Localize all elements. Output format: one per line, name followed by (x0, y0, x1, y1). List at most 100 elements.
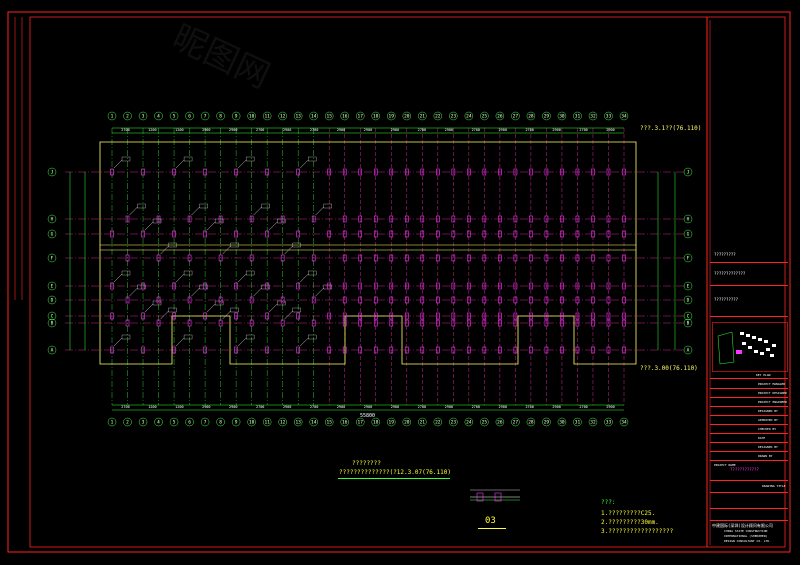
axis-bubble-top (402, 111, 412, 121)
column-mark (529, 282, 533, 290)
column-mark (513, 168, 518, 176)
column-mark (373, 254, 378, 262)
sheet-number: 03 (485, 516, 496, 526)
column-mark (404, 346, 409, 354)
axis-bubble-top (526, 111, 536, 121)
dimension-text: 2900 (364, 405, 372, 409)
dimension-text: 2700 (579, 405, 587, 409)
tb-row-11: DESIGNED BY (758, 445, 778, 449)
rebar-tag-box (230, 242, 239, 248)
column-mark (373, 346, 378, 354)
column-mark (544, 282, 549, 290)
dimension-text: 2900 (202, 405, 210, 409)
column-mark (591, 230, 595, 238)
column-mark (358, 254, 363, 262)
axis-bubble-top (309, 111, 318, 121)
axis-label-top: 28 (528, 114, 534, 120)
column-mark (203, 168, 207, 176)
tb-row-6: PROJECT ENGINEER (758, 400, 787, 404)
dimension-text: 2900 (445, 405, 453, 409)
rebar-tag-box (121, 334, 131, 340)
axis-bubble-top (324, 417, 334, 427)
axis-bubble-top (355, 111, 365, 121)
axis-bubble-side (683, 167, 693, 177)
column-mark (389, 296, 394, 304)
column-mark (420, 296, 425, 304)
dimension-text: 2900 (552, 128, 560, 132)
column-mark (560, 230, 564, 238)
rebar-tag-box (168, 242, 177, 248)
axis-label-top: 24 (466, 114, 472, 120)
axis-label-side: E (51, 284, 54, 290)
column-mark (358, 230, 363, 238)
column-mark (622, 319, 626, 327)
column-mark (358, 312, 363, 320)
column-mark (529, 346, 533, 354)
column-mark (249, 254, 254, 262)
note-item-2: 2.?????????30mm. (601, 519, 659, 526)
column-mark (606, 296, 611, 304)
axis-label-top: 22 (435, 114, 441, 120)
axis-label-top: 29 (544, 114, 550, 120)
column-mark (451, 215, 456, 223)
column-mark (373, 168, 378, 176)
column-mark (280, 254, 285, 262)
column-mark (296, 168, 300, 176)
axis-label-top: 32 (590, 114, 596, 120)
axis-label-top: 27 (513, 114, 519, 120)
rebar-tag-box (245, 156, 255, 162)
column-mark (420, 230, 425, 238)
overall-dimension: 55800 (360, 413, 376, 419)
column-mark (373, 230, 378, 238)
rebar-tag-leader (175, 337, 185, 347)
axis-label-top: 19 (389, 420, 395, 426)
axis-bubble-top (387, 111, 396, 121)
column-mark (498, 168, 502, 176)
column-mark (529, 319, 533, 327)
dimension-text: 2900 (229, 128, 237, 132)
column-mark (203, 230, 207, 238)
axis-bubble-top (169, 111, 179, 121)
axis-label-top: 21 (420, 114, 426, 120)
axis-label-top: 33 (606, 114, 612, 120)
column-mark (327, 168, 332, 176)
axis-label-top: 11 (264, 420, 270, 426)
note-item-1: 1.?????????C25. (601, 510, 656, 517)
column-mark (622, 282, 626, 290)
column-mark (110, 312, 114, 320)
column-mark (513, 215, 518, 223)
column-mark (575, 319, 580, 327)
axis-label-top: 30 (559, 114, 565, 120)
column-mark (498, 282, 502, 290)
axis-label-side: C (687, 314, 690, 320)
tb-row-0: ????????? (714, 252, 736, 257)
column-mark (482, 254, 487, 262)
column-mark (110, 346, 114, 354)
column-mark (436, 215, 440, 223)
column-mark (467, 319, 471, 327)
column-mark (606, 254, 611, 262)
column-mark (544, 312, 549, 320)
level-note-top: ???.3.1??(76.110) (640, 125, 702, 132)
rebar-tag-box (292, 307, 301, 313)
axis-label-top: 30 (559, 420, 565, 426)
axis-label-side: D (687, 298, 690, 304)
axis-bubble-top (588, 111, 598, 121)
axis-bubble-top (464, 417, 474, 427)
column-mark (591, 254, 595, 262)
tb-row-7: DESIGNED BY (758, 409, 778, 413)
column-mark (389, 346, 394, 354)
column-mark (218, 215, 223, 223)
column-mark (467, 254, 471, 262)
rebar-tag-box (245, 270, 255, 276)
column-mark (296, 282, 300, 290)
column-mark (404, 282, 409, 290)
tb-sheet-title: DRAWING TITLE (762, 484, 786, 488)
axis-bubble-top (464, 111, 474, 121)
axis-bubble-top (123, 417, 132, 427)
rebar-tag-leader (160, 245, 169, 255)
column-mark (420, 319, 425, 327)
column-mark (141, 230, 145, 238)
column-mark (575, 312, 580, 320)
column-mark (436, 319, 440, 327)
